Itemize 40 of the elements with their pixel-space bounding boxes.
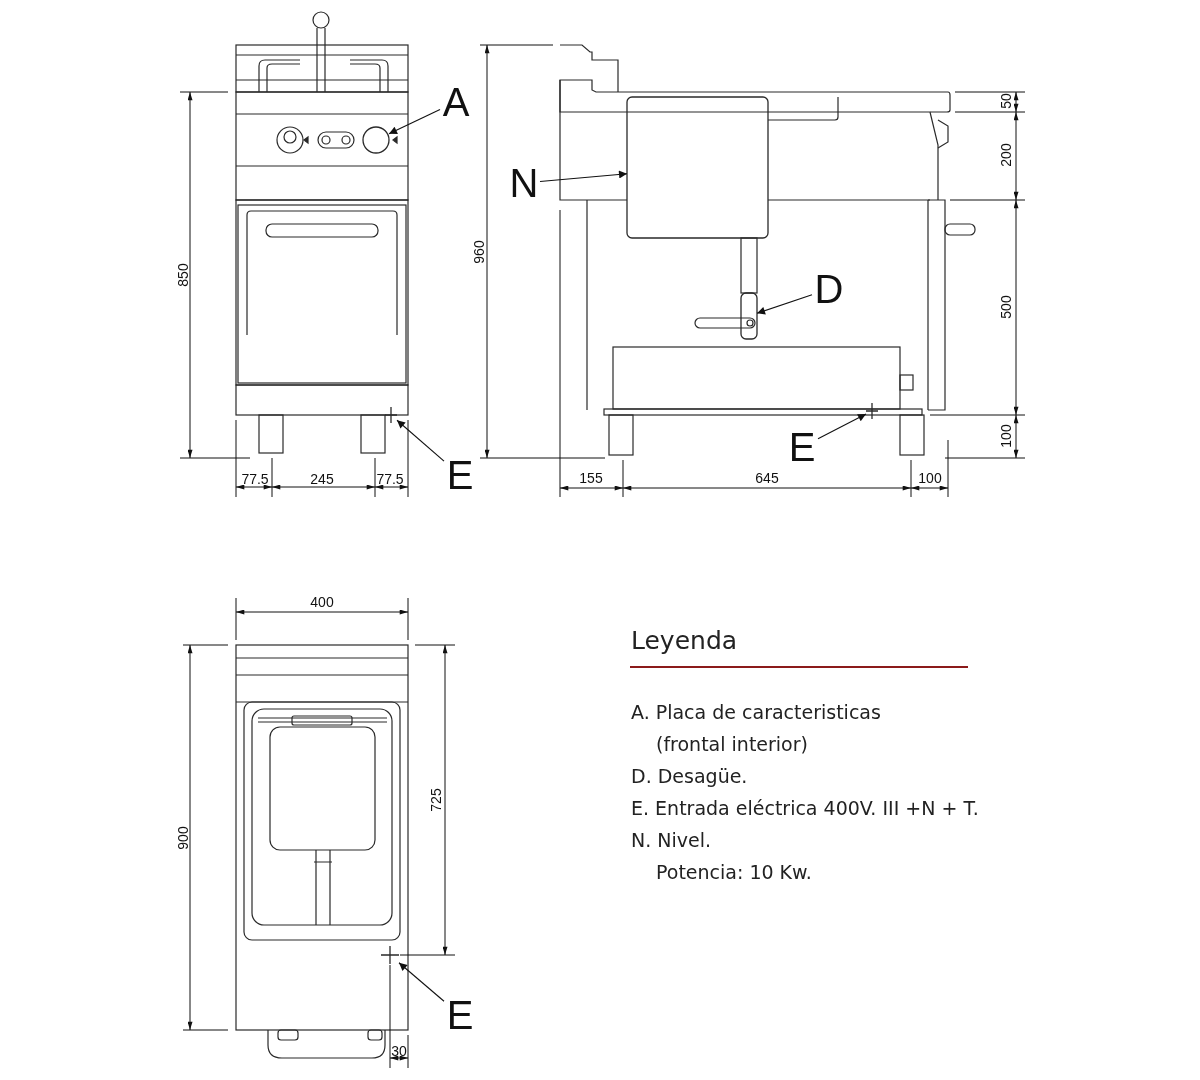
dimension-value: 960 <box>471 240 487 264</box>
leader-line <box>539 170 628 183</box>
callout-letter: E <box>445 995 475 1035</box>
connection-mark <box>384 406 398 424</box>
dimension-value: 500 <box>998 295 1014 319</box>
fryer-tank <box>626 96 769 239</box>
dimension-value: 100 <box>918 470 942 486</box>
dimension-value: 50 <box>998 93 1014 109</box>
leader-line <box>398 962 445 1002</box>
legend-item: A. Placa de caracteristicas (frontal interior) <box>631 700 882 757</box>
connection-mark <box>380 945 400 965</box>
leader-line <box>396 419 445 462</box>
drain-valve <box>740 292 758 340</box>
callout-letter: N <box>508 163 540 203</box>
dimension-value: 155 <box>579 470 603 486</box>
dimension-value: 645 <box>755 470 779 486</box>
dimension-value: 200 <box>998 143 1014 167</box>
callout-letter: E <box>787 427 817 467</box>
callout-letter: A <box>441 82 471 122</box>
legend-item: Potencia: 10 Kw. <box>656 860 812 885</box>
dimension-value: 850 <box>175 263 191 287</box>
legend-title: Leyenda <box>631 626 738 656</box>
dimension-value: 900 <box>175 826 191 850</box>
connection-mark <box>865 402 879 420</box>
dimension-value: 77.5 <box>376 471 404 487</box>
leader-line <box>817 413 867 440</box>
dimension-value: 100 <box>998 424 1014 448</box>
dimension-value: 245 <box>310 471 334 487</box>
leader-line <box>388 109 441 135</box>
legend-item: N. Nivel. <box>631 828 712 853</box>
dimension-value: 725 <box>428 788 444 812</box>
legend-item: E. Entrada eléctrica 400V. III +N + T. <box>631 796 979 821</box>
callout-letter: E <box>445 455 475 495</box>
dimension-value: 30 <box>391 1043 407 1059</box>
legend-item: D. Desagüe. <box>631 764 748 789</box>
control-knob <box>362 126 390 154</box>
leader-line <box>756 294 813 315</box>
dimension-value: 77.5 <box>241 471 269 487</box>
callout-letter: D <box>813 269 845 309</box>
dimension-value: 400 <box>310 594 334 610</box>
